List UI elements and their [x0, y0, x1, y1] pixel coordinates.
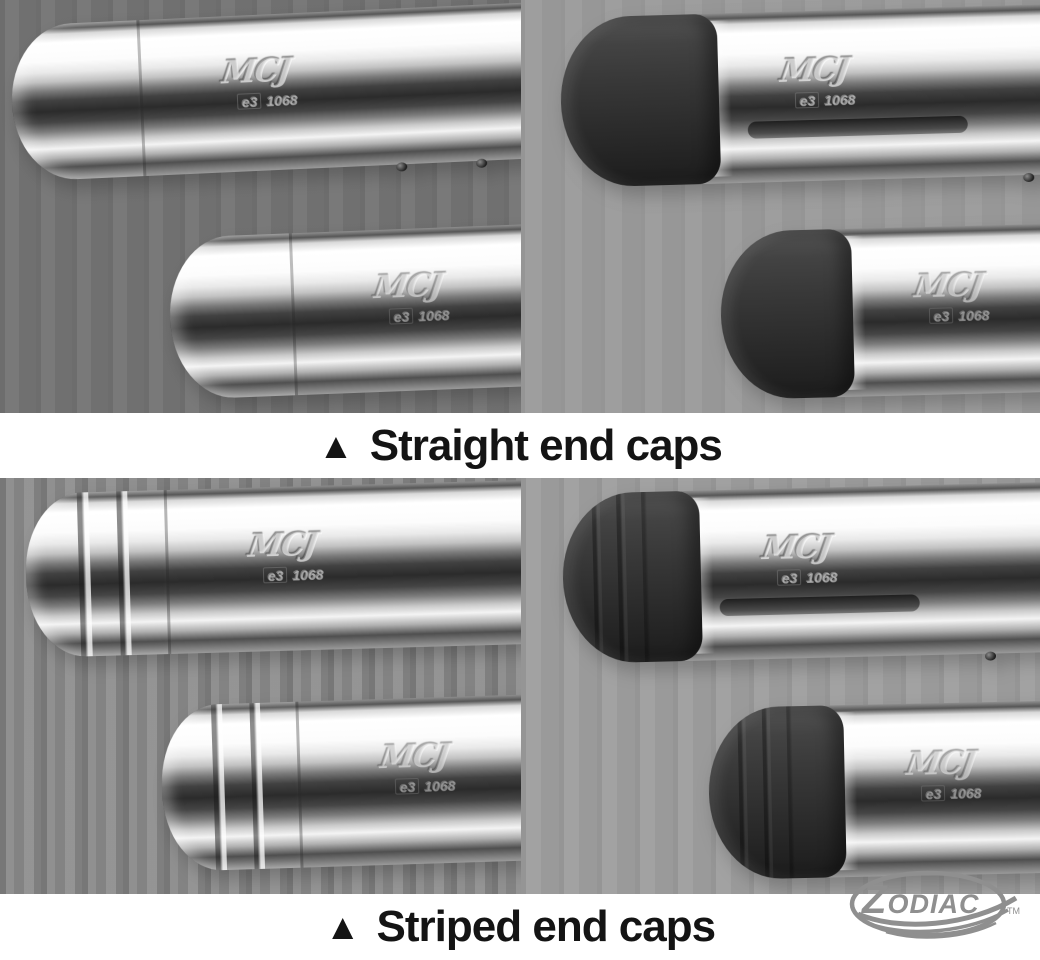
muffler-body: MCJ e3 1068: [698, 2, 1040, 185]
caption-straight-label: Straight end caps: [369, 420, 723, 470]
mcj-logo: MCJ: [377, 737, 451, 776]
muffler-body: MCJ e3 1068: [825, 699, 1040, 878]
mcj-logo: MCJ: [903, 744, 977, 782]
shield-gap-shadow: [719, 594, 920, 616]
engraving: MCJ e3 1068: [911, 266, 989, 324]
cert-number: 1068: [291, 565, 323, 583]
logo-swoosh: [857, 895, 1018, 927]
cert-number: 1068: [423, 776, 456, 794]
mcj-logo: MCJ: [911, 266, 985, 305]
muffler-black-straight-upper: MCJ e3 1068: [558, 2, 1040, 188]
engraving: MCJ e3 1068: [371, 266, 450, 325]
straight-end-cap-chrome: [166, 233, 299, 400]
photo-black-striped-caps: MCJ e3 1068 MCJ e3 1068: [521, 478, 1040, 894]
cert-mark: e3: [236, 92, 262, 110]
cert-number: 1068: [949, 784, 981, 801]
logo-swoosh: [869, 908, 1009, 934]
certification-stamp: e3 1068: [794, 90, 855, 109]
muffler-body: MCJ e3 1068: [291, 221, 521, 396]
muffler-chrome-striped-lower: MCJ e3 1068: [159, 692, 521, 872]
muffler-body: MCJ e3 1068: [166, 478, 521, 654]
certification-stamp: e3 1068: [388, 306, 450, 325]
caption-straight-end-caps: ▲ Straight end caps: [0, 413, 1040, 478]
engraving: MCJ e3 1068: [903, 744, 981, 802]
straight-end-cap-black: [718, 228, 856, 400]
cert-mark: e3: [794, 91, 819, 109]
logo-swoosh: [885, 921, 997, 939]
zodiac-logo: ZODIAC TM: [849, 870, 1020, 939]
cert-number: 1068: [265, 90, 298, 109]
certification-stamp: e3 1068: [776, 568, 837, 586]
weld-dot: [1023, 172, 1035, 183]
muffler-chrome-straight-lower: MCJ e3 1068: [166, 221, 521, 400]
muffler-black-striped-lower: MCJ e3 1068: [707, 699, 1040, 880]
caption-striped-end-caps: ▲ Striped end caps: [0, 894, 1040, 960]
muffler-body: MCJ e3 1068: [680, 480, 1040, 662]
certification-stamp: e3 1068: [928, 306, 989, 324]
weld-dot: [984, 651, 997, 661]
cert-mark: e3: [394, 778, 419, 795]
cert-number: 1068: [805, 568, 837, 586]
striped-end-cap-chrome: [159, 701, 304, 872]
photo-black-straight-caps: MCJ e3 1068 MCJ e3 1068: [521, 0, 1040, 413]
cert-number: 1068: [823, 90, 855, 108]
engraving: MCJ e3 1068: [219, 50, 298, 110]
photo-chrome-straight-caps: MCJ e3 1068 MCJ e3 1068: [0, 0, 521, 413]
engraving: MCJ e3 1068: [245, 525, 323, 584]
engraving: MCJ e3 1068: [759, 528, 837, 587]
certification-stamp: e3 1068: [920, 784, 981, 802]
straight-end-cap-chrome: [8, 20, 147, 182]
cert-mark: e3: [388, 307, 413, 325]
triangle-up-icon: ▲: [324, 906, 361, 947]
muffler-body: MCJ e3 1068: [298, 692, 521, 868]
striped-end-cap-black: [560, 490, 704, 664]
striped-end-cap-black: [707, 705, 847, 880]
certification-stamp: e3 1068: [236, 90, 298, 110]
shield-gap-shadow: [747, 115, 968, 139]
cert-number: 1068: [957, 306, 989, 323]
trademark-symbol: TM: [1007, 906, 1020, 916]
muffler-chrome-striped-upper: MCJ e3 1068: [23, 478, 521, 658]
engraving: MCJ e3 1068: [777, 51, 855, 109]
muffler-black-straight-lower: MCJ e3 1068: [718, 222, 1040, 400]
muffler-chrome-straight-upper: MCJ e3 1068: [8, 0, 521, 182]
weld-dot: [475, 158, 488, 169]
mcj-logo: MCJ: [371, 266, 445, 306]
straight-end-cap-black: [558, 13, 722, 188]
muffler-black-striped-upper: MCJ e3 1068: [560, 480, 1040, 664]
cert-mark: e3: [262, 566, 287, 584]
muffler-body: MCJ e3 1068: [139, 0, 521, 176]
muffler-body: MCJ e3 1068: [832, 222, 1040, 398]
certification-stamp: e3 1068: [394, 776, 456, 795]
cert-mark: e3: [928, 307, 953, 324]
certification-stamp: e3 1068: [262, 565, 323, 584]
mcj-logo: MCJ: [759, 528, 833, 567]
mcj-logo: MCJ: [777, 51, 851, 90]
cert-number: 1068: [417, 306, 450, 324]
cert-mark: e3: [776, 569, 801, 586]
cert-mark: e3: [920, 784, 945, 802]
mcj-logo: MCJ: [245, 525, 319, 564]
mcj-logo: MCJ: [219, 50, 292, 91]
striped-end-cap-chrome: [23, 490, 172, 658]
triangle-up-icon: ▲: [318, 424, 354, 466]
caption-striped-label: Striped end caps: [376, 902, 717, 951]
weld-dot: [396, 162, 408, 172]
engraving: MCJ e3 1068: [377, 737, 456, 795]
logo-wordmark: ZODIAC: [861, 878, 979, 922]
photo-chrome-striped-caps: MCJ e3 1068 MCJ e3 1068: [0, 478, 521, 894]
